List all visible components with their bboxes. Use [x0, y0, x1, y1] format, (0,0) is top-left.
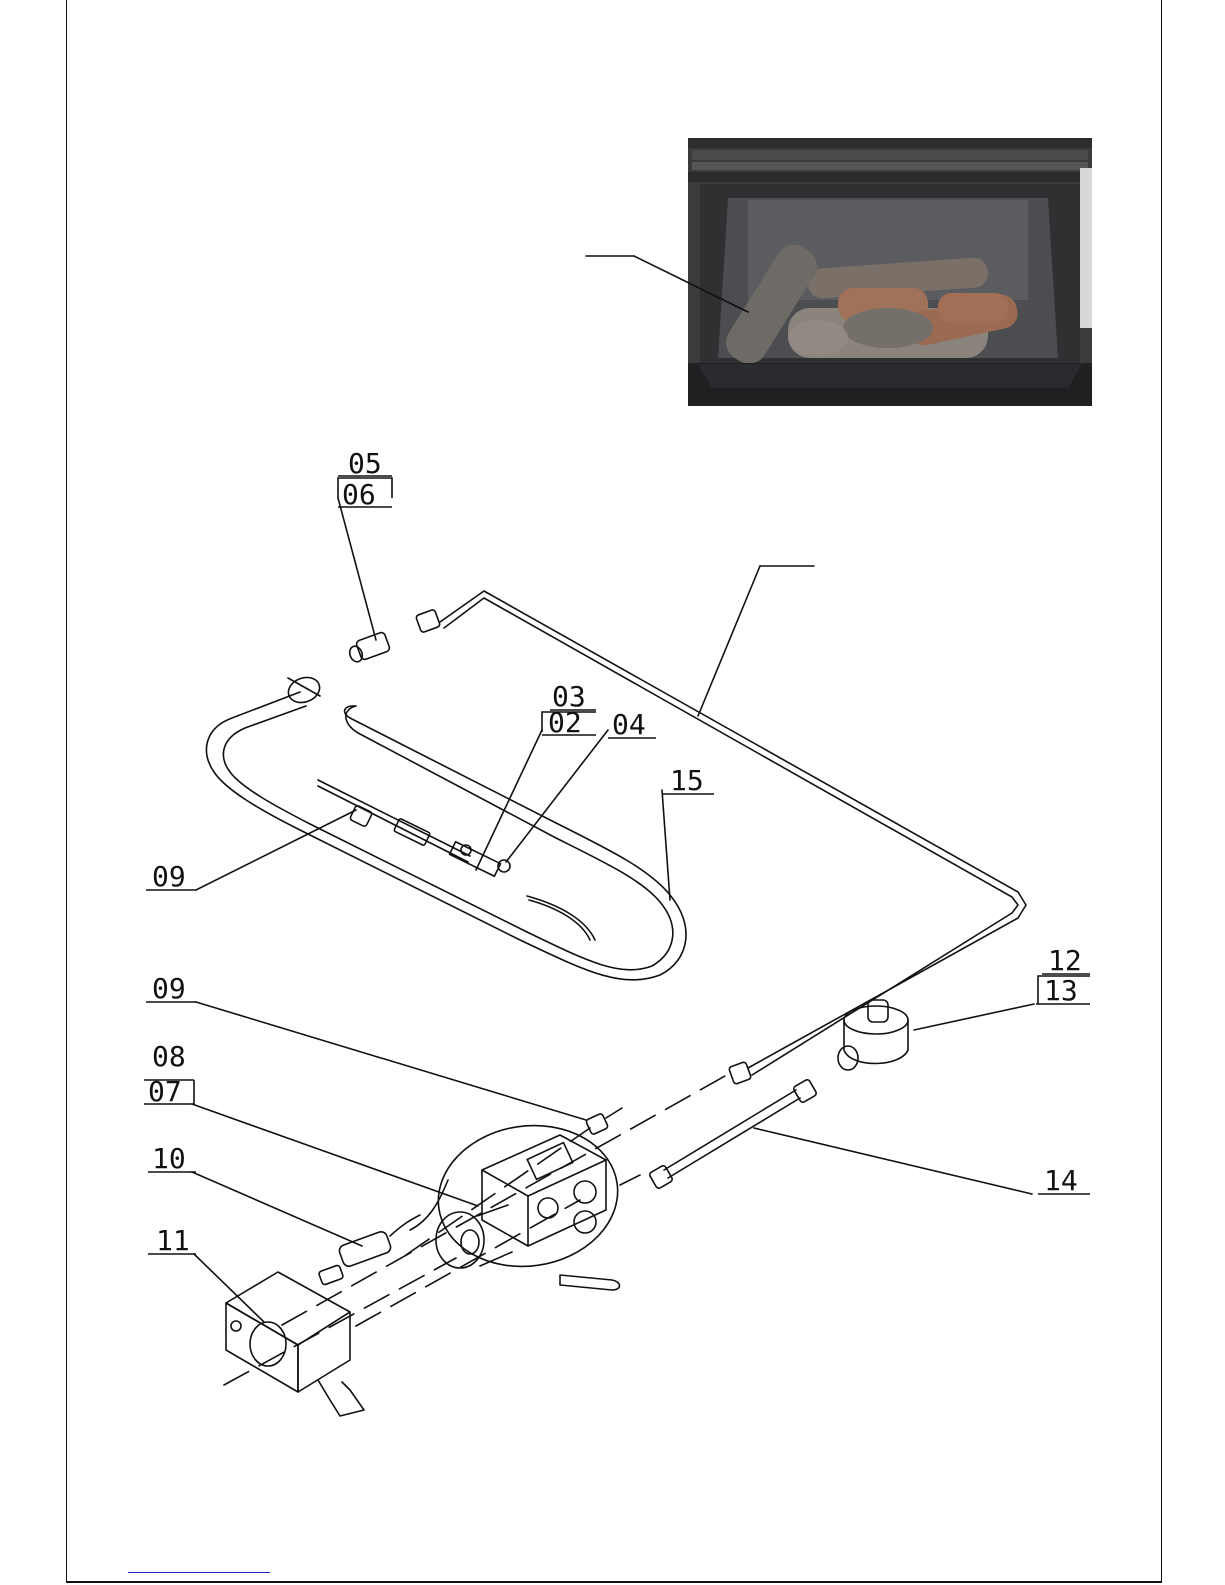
label-09-lower: 09: [152, 972, 186, 1005]
label-15: 15: [670, 764, 704, 797]
label-12: 12: [1048, 944, 1082, 977]
pressure-regulator: [838, 1000, 908, 1070]
piezo-igniter: [318, 1215, 420, 1285]
label-06: 06: [342, 478, 376, 511]
label-08: 08: [152, 1040, 186, 1073]
label-07: 07: [148, 1075, 182, 1108]
fitting-05-06: [348, 631, 391, 663]
pilot-supply-tube: [416, 591, 1026, 1085]
label-11: 11: [156, 1224, 190, 1257]
label-14: 14: [1044, 1164, 1078, 1197]
label-13: 13: [1044, 974, 1078, 1007]
label-04: 04: [612, 708, 646, 741]
mounting-bracket: [226, 1272, 364, 1416]
footer-link-underline[interactable]: [128, 1572, 270, 1573]
label-02: 02: [548, 706, 582, 739]
label-05: 05: [348, 447, 382, 480]
label-10: 10: [152, 1142, 186, 1175]
label-09-upper: 09: [152, 860, 186, 893]
gas-valve: [410, 1114, 627, 1290]
gas-supply-tube: [649, 1079, 818, 1190]
